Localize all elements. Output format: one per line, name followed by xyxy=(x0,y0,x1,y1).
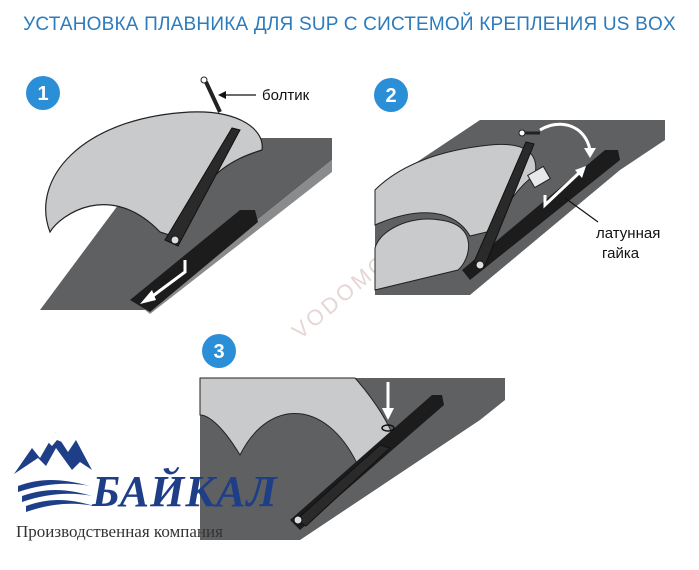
fin-pin xyxy=(475,260,485,270)
wave-icon xyxy=(22,490,92,502)
screw xyxy=(381,424,395,432)
slide-arrow-head xyxy=(140,290,156,304)
wave-icon xyxy=(18,480,90,492)
rotate-arrow-head xyxy=(584,148,596,158)
fin-tab xyxy=(295,444,391,527)
snow-cap-icon xyxy=(46,432,62,446)
slide-arrow xyxy=(543,170,582,209)
panel-step-3: 3 xyxy=(199,334,505,540)
step-badge-1 xyxy=(26,76,60,110)
logo-subtitle: Производственная компания xyxy=(16,522,223,541)
company-logo: БАЙКАЛ Производственная компания xyxy=(14,432,279,541)
screw-arrow-head xyxy=(382,408,394,420)
step-number-1: 1 xyxy=(37,83,48,105)
wave-icon xyxy=(26,500,94,512)
step-number-2: 2 xyxy=(385,85,396,107)
label-pointer xyxy=(564,197,599,223)
bolt-head xyxy=(518,129,526,137)
fin-shape xyxy=(199,377,396,471)
slide-arrow xyxy=(149,260,187,300)
label-bolt: болтик xyxy=(262,87,310,104)
step-number-3: 3 xyxy=(213,341,224,363)
logo-name: БАЙКАЛ xyxy=(91,466,279,516)
mountains-icon xyxy=(14,432,92,474)
board-surface xyxy=(200,378,505,540)
brass-nut xyxy=(527,165,551,189)
fin-shape xyxy=(45,111,263,239)
fin-box-slot xyxy=(462,150,620,280)
panel-step-1: болтик 1 xyxy=(26,76,332,314)
fin-box-slot xyxy=(130,210,258,312)
panel-step-2: латунная гайка 2 xyxy=(374,78,665,295)
label-pointer-head xyxy=(218,91,226,99)
rotate-arrow xyxy=(539,122,592,151)
slide-arrow-head xyxy=(575,166,586,178)
label-brass-nut-line1: латунная xyxy=(596,225,660,242)
step-badge-2 xyxy=(374,78,408,112)
bolt xyxy=(204,81,222,113)
page-title: УСТАНОВКА ПЛАВНИКА ДЛЯ SUP С СИСТЕМОЙ КР… xyxy=(23,14,676,35)
step-badge-3 xyxy=(202,334,236,368)
label-brass-nut-line2: гайка xyxy=(602,245,640,262)
fin-pin xyxy=(170,235,180,245)
fin-pin xyxy=(293,515,303,525)
bolt-head xyxy=(200,76,208,84)
